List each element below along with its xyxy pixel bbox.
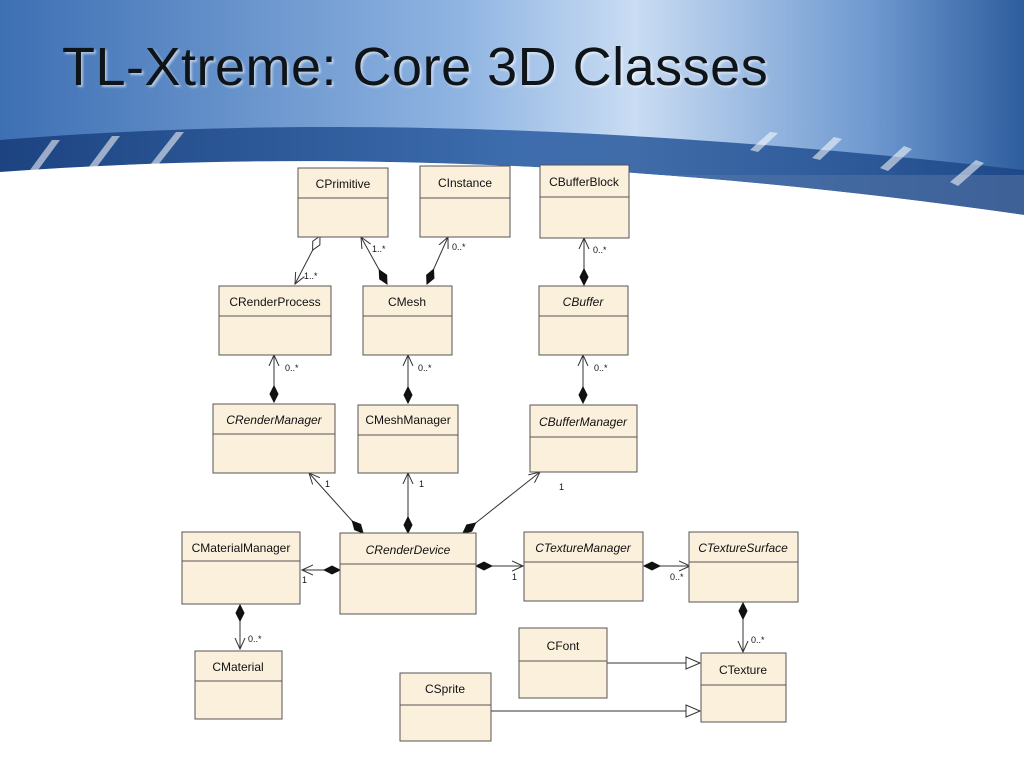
class-cinstance: CInstance	[419, 165, 511, 238]
class-name: CTextureManager	[535, 541, 632, 555]
class-cbufferblock: CBufferBlock	[539, 164, 630, 239]
class-name: CTextureSurface	[698, 541, 788, 555]
class-name: CRenderProcess	[229, 295, 320, 309]
composition-crenderdevice-cbuffermanager	[463, 472, 540, 533]
class-name: CMaterialManager	[192, 541, 291, 555]
class-name: CBuffer	[563, 295, 605, 309]
multiplicity-label: 1	[302, 575, 307, 585]
class-ctexturemanager: CTextureManager	[523, 531, 644, 602]
multiplicity-label: 0..*	[452, 242, 466, 252]
class-cfont: CFont	[518, 627, 608, 699]
class-name: CRenderManager	[226, 413, 322, 427]
class-name: CInstance	[438, 176, 492, 190]
multiplicity-labels: 1..* 1..* 0..* 0..* 0..* 0..* 0..* 1 1 1…	[248, 242, 765, 645]
class-name: CBufferManager	[539, 415, 628, 429]
class-name: CSprite	[425, 682, 465, 696]
class-name: CMaterial	[212, 660, 263, 674]
class-crenderdevice: CRenderDevice	[339, 532, 477, 615]
class-ctexture: CTexture	[700, 652, 787, 723]
class-crenderprocess: CRenderProcess	[218, 285, 332, 356]
class-name: CBufferBlock	[549, 175, 620, 189]
class-cbuffer: CBuffer	[538, 285, 629, 356]
composition-cmesh-cprimitive	[361, 237, 387, 284]
aggregation-crenderprocess-cprimitive	[295, 236, 320, 284]
multiplicity-label: 1	[325, 479, 330, 489]
multiplicity-label: 0..*	[285, 363, 299, 373]
class-cprimitive: CPrimitive	[297, 167, 389, 238]
class-name: CTexture	[719, 663, 767, 677]
class-cmaterialmanager: CMaterialManager	[181, 531, 301, 605]
class-boxes: CPrimitive CInstance CBufferBlock CRende…	[181, 164, 799, 742]
class-csprite: CSprite	[399, 672, 492, 742]
composition-crenderdevice-crendermanager	[309, 473, 363, 533]
class-cmaterial: CMaterial	[194, 650, 283, 720]
multiplicity-label: 0..*	[670, 572, 684, 582]
multiplicity-label: 0..*	[594, 363, 608, 373]
multiplicity-label: 0..*	[418, 363, 432, 373]
class-name: CMeshManager	[365, 413, 450, 427]
multiplicity-label: 0..*	[248, 634, 262, 644]
class-name: CPrimitive	[316, 177, 371, 191]
multiplicity-label: 1	[419, 479, 424, 489]
multiplicity-label: 1..*	[304, 271, 318, 281]
multiplicity-label: 0..*	[593, 245, 607, 255]
class-cmesh: CMesh	[362, 285, 453, 356]
multiplicity-label: 1..*	[372, 244, 386, 254]
class-ctexturesurface: CTextureSurface	[688, 531, 799, 603]
class-name: CFont	[547, 639, 580, 653]
multiplicity-label: 1	[512, 572, 517, 582]
connectors	[240, 236, 743, 711]
class-name: CMesh	[388, 295, 426, 309]
composition-cmesh-cinstance	[427, 237, 448, 284]
multiplicity-label: 0..*	[751, 635, 765, 645]
class-cmeshmanager: CMeshManager	[357, 404, 459, 474]
class-crendermanager: CRenderManager	[212, 403, 336, 474]
class-cbuffermanager: CBufferManager	[529, 404, 638, 473]
multiplicity-label: 1	[559, 482, 564, 492]
class-name: CRenderDevice	[366, 543, 451, 557]
slide-title: TL-Xtreme: Core 3D Classes	[62, 37, 769, 97]
